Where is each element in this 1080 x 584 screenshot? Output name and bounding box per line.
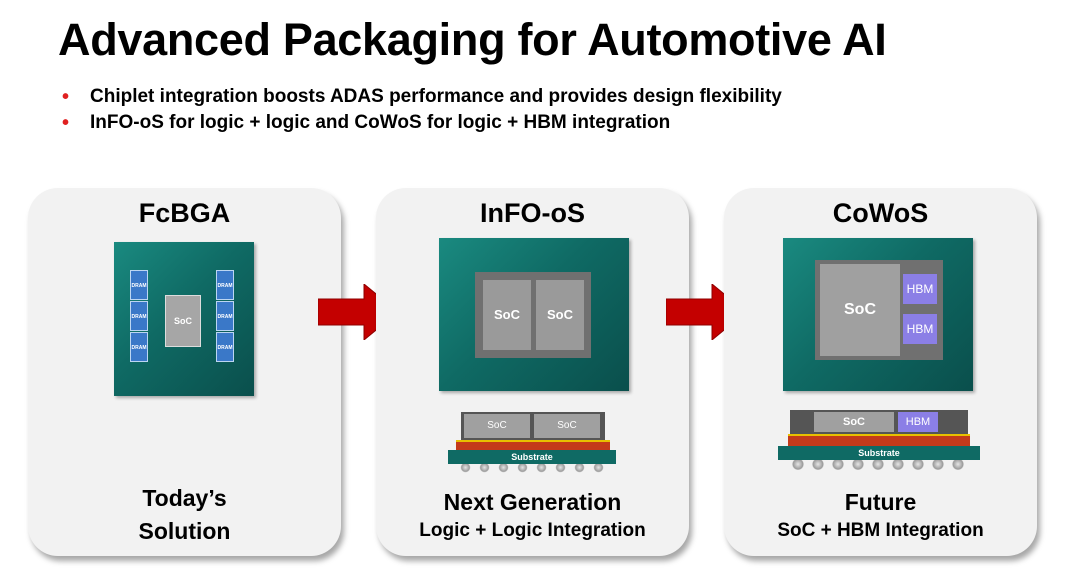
- dram-chip: DRAM: [130, 270, 148, 300]
- bullet-item: •InFO-oS for logic + logic and CoWoS for…: [62, 112, 671, 134]
- panel-title: CoWoS: [832, 198, 929, 228]
- cowos-package: SoC HBM HBM: [783, 238, 973, 391]
- bullet-dot-icon: •: [62, 86, 70, 108]
- rdl-layer: [456, 440, 610, 450]
- substrate: Substrate: [448, 450, 616, 464]
- substrate: Substrate: [778, 446, 980, 460]
- dram-chip: DRAM: [216, 301, 234, 331]
- soc-die: SoC: [814, 412, 894, 432]
- page-title: Advanced Packaging for Automotive AI: [58, 14, 887, 65]
- soc-die: SoC: [165, 295, 201, 347]
- bullet-item: •Chiplet integration boosts ADAS perform…: [62, 86, 782, 108]
- dram-chip: DRAM: [130, 332, 148, 362]
- dram-chip: DRAM: [216, 332, 234, 362]
- bullet-list: •Chiplet integration boosts ADAS perform…: [62, 84, 782, 136]
- info-os-package: SoC SoC: [439, 238, 629, 391]
- panel-info-os: InFO-oS SoC SoC SoC SoC Substrate Next G…: [376, 188, 689, 556]
- hbm-die: HBM: [903, 314, 937, 344]
- panel-fcbga: FcBGA DRAM DRAM DRAM SoC DRAM DRAM DRAM …: [28, 188, 341, 556]
- soc-die: SoC: [820, 264, 900, 356]
- panel-caption: Next Generation Logic + Logic Integratio…: [419, 489, 646, 541]
- soc-die: SoC: [464, 414, 530, 438]
- panel-title: FcBGA: [138, 198, 231, 228]
- dram-chip: DRAM: [216, 270, 234, 300]
- solder-balls: [456, 464, 608, 474]
- interposer-layer: [788, 434, 970, 446]
- dram-chip: DRAM: [130, 301, 148, 331]
- cowos-cross-section: SoC HBM Substrate: [778, 410, 980, 474]
- panel-cowos: CoWoS SoC HBM HBM SoC HBM Substrate Futu…: [724, 188, 1037, 556]
- panel-caption: Today’s Solution: [138, 485, 231, 544]
- soc-die: SoC: [534, 414, 600, 438]
- hbm-die: HBM: [903, 274, 937, 304]
- fcbga-package: DRAM DRAM DRAM SoC DRAM DRAM DRAM: [114, 242, 254, 396]
- solder-balls: [788, 460, 970, 472]
- panel-title: InFO-oS: [480, 198, 585, 228]
- hbm-die: HBM: [898, 412, 938, 432]
- soc-die: SoC: [536, 280, 584, 350]
- panel-caption: Future SoC + HBM Integration: [777, 489, 984, 541]
- bullet-dot-icon: •: [62, 112, 70, 134]
- soc-die: SoC: [483, 280, 531, 350]
- info-os-cross-section: SoC SoC Substrate: [448, 412, 616, 474]
